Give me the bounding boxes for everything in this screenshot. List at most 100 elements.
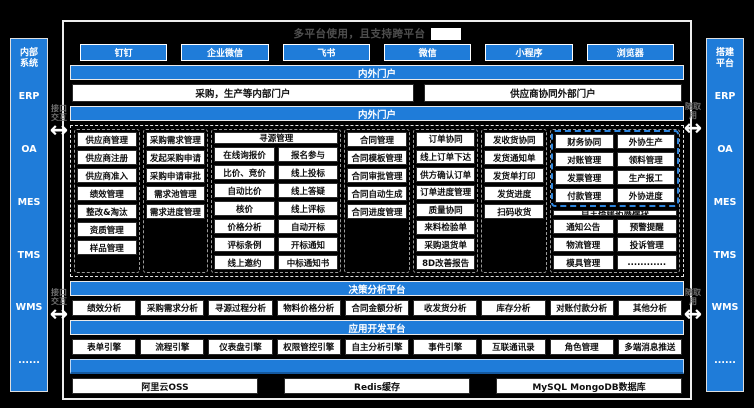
module-cell[interactable]: 合同管理 bbox=[347, 132, 407, 147]
engine-cell[interactable]: 流程引擎 bbox=[140, 339, 205, 355]
engine-cell[interactable]: 权限管控引擎 bbox=[276, 339, 341, 355]
module-cell[interactable]: 通知公告 bbox=[553, 219, 614, 234]
module-cell[interactable]: 开标通知 bbox=[277, 237, 339, 252]
module-cell[interactable]: 核价 bbox=[214, 201, 275, 216]
module-cell[interactable]: 合同自动生成 bbox=[347, 186, 407, 201]
storage-cell[interactable]: Redis缓存 bbox=[284, 378, 470, 394]
module-cell[interactable]: 价格分析 bbox=[214, 219, 275, 234]
analysis-cell[interactable]: 绩效分析 bbox=[72, 300, 137, 316]
analysis-cell[interactable]: 采购需求分析 bbox=[140, 300, 205, 316]
module-cell[interactable]: 绩效管理 bbox=[77, 186, 137, 201]
internal-portal[interactable]: 采购，生产等内部门户 bbox=[72, 84, 414, 102]
module-cell[interactable]: 供方确认订单 bbox=[415, 167, 476, 182]
module-cell[interactable]: 扫码收货 bbox=[484, 204, 545, 219]
engine-cell[interactable]: 事件引擎 bbox=[413, 339, 478, 355]
platform-button[interactable]: 飞书 bbox=[282, 44, 370, 61]
module-cell[interactable]: 发货进度 bbox=[484, 186, 545, 201]
module-cell[interactable]: 线上投标 bbox=[277, 165, 339, 180]
ext-module-header-cell[interactable]: 自主搭建拓展模块 bbox=[553, 210, 678, 216]
module-cell[interactable]: 订单协同 bbox=[415, 132, 476, 147]
sidebar-item[interactable]: ERP bbox=[18, 91, 40, 103]
module-cell[interactable]: 线上答疑 bbox=[277, 183, 339, 198]
module-cell[interactable]: 订单进度管理 bbox=[415, 184, 476, 200]
module-cell[interactable]: 8D改善报告 bbox=[415, 255, 476, 270]
module-cell[interactable]: 样品管理 bbox=[77, 240, 137, 255]
sidebar-item[interactable]: WMS bbox=[711, 302, 739, 314]
module-cell[interactable]: 需求进度管理 bbox=[145, 204, 206, 219]
analysis-cell[interactable]: 合同金额分析 bbox=[344, 300, 410, 316]
module-cell[interactable]: 来料检验单 bbox=[415, 220, 476, 235]
platform-button[interactable]: 钉钉 bbox=[80, 44, 168, 61]
module-cell[interactable]: 投诉管理 bbox=[616, 237, 678, 252]
analysis-cell[interactable]: 其他分析 bbox=[617, 300, 682, 316]
module-cell[interactable]: 对账管理 bbox=[555, 152, 614, 167]
module-cell[interactable]: 财务协同 bbox=[555, 134, 614, 149]
module-cell[interactable]: 物流管理 bbox=[553, 237, 614, 252]
sidebar-item[interactable]: ...... bbox=[18, 355, 40, 367]
module-cell[interactable]: 评标条例 bbox=[214, 237, 275, 252]
sourcing-header-cell[interactable]: 寻源管理 bbox=[214, 132, 339, 144]
module-cell[interactable]: 采购退货单 bbox=[415, 237, 476, 253]
module-cell[interactable]: 预警提醒 bbox=[616, 219, 678, 234]
analysis-cell[interactable]: 物料价格分析 bbox=[276, 300, 341, 316]
engine-cell[interactable]: 互联通讯录 bbox=[481, 339, 546, 355]
module-cell[interactable]: 采购申请审批 bbox=[145, 168, 206, 183]
module-cell[interactable]: 在线询报价 bbox=[214, 147, 275, 162]
module-cell[interactable]: 需求池管理 bbox=[145, 186, 206, 201]
engine-cell[interactable]: 角色管理 bbox=[549, 339, 614, 355]
module-cell[interactable]: 线上邀约 bbox=[214, 255, 275, 270]
sidebar-item[interactable]: OA bbox=[717, 144, 733, 156]
module-cell[interactable]: 外协进度 bbox=[616, 188, 676, 203]
analysis-cell[interactable]: 对账付款分析 bbox=[549, 300, 614, 316]
sidebar-item[interactable]: WMS bbox=[15, 302, 43, 314]
module-cell[interactable]: 供应商准入 bbox=[77, 168, 137, 183]
module-cell[interactable]: 发货通知单 bbox=[484, 150, 545, 165]
analysis-cell[interactable]: 库存分析 bbox=[481, 300, 546, 316]
module-cell[interactable]: 合同进度管理 bbox=[347, 204, 407, 219]
module-cell[interactable]: 报名参与 bbox=[277, 147, 339, 162]
module-cell[interactable]: 自动开标 bbox=[277, 219, 339, 234]
analysis-cell[interactable]: 寻源过程分析 bbox=[208, 300, 273, 316]
sidebar-item[interactable]: MES bbox=[17, 196, 41, 208]
storage-cell[interactable]: MySQL MongoDB数据库 bbox=[496, 378, 682, 394]
module-cell[interactable]: 供应商管理 bbox=[77, 132, 137, 147]
engine-cell[interactable]: 表单引擎 bbox=[72, 339, 137, 355]
module-cell[interactable]: 付款管理 bbox=[555, 188, 614, 203]
module-cell[interactable]: 线上评标 bbox=[277, 201, 339, 216]
module-cell[interactable]: ............ bbox=[616, 255, 678, 270]
module-cell[interactable]: 领料管理 bbox=[616, 152, 676, 167]
module-cell[interactable]: 模具管理 bbox=[553, 255, 614, 270]
module-cell[interactable]: 合同审批管理 bbox=[347, 168, 407, 183]
module-cell[interactable]: 整改&淘汰 bbox=[77, 204, 137, 219]
module-cell[interactable]: 线上订单下达 bbox=[415, 149, 476, 165]
module-cell[interactable]: 中标通知书 bbox=[277, 255, 339, 270]
module-cell[interactable]: 资质管理 bbox=[77, 222, 137, 237]
module-cell[interactable]: 生产报工 bbox=[616, 170, 676, 185]
module-cell[interactable]: 合同模板管理 bbox=[347, 150, 407, 165]
module-cell[interactable]: 自动比价 bbox=[214, 183, 275, 198]
module-cell[interactable]: 发收货协同 bbox=[484, 132, 545, 147]
module-cell[interactable]: 发起采购申请 bbox=[145, 150, 206, 165]
platform-button[interactable]: 小程序 bbox=[485, 44, 573, 61]
engine-cell[interactable]: 仪表盘引擎 bbox=[208, 339, 273, 355]
storage-cell[interactable]: 阿里云OSS bbox=[72, 378, 258, 394]
module-cell[interactable]: 发票管理 bbox=[555, 170, 614, 185]
sidebar-item[interactable]: OA bbox=[21, 144, 37, 156]
engine-cell[interactable]: 多端消息推送 bbox=[617, 339, 682, 355]
analysis-cell[interactable]: 收发货分析 bbox=[413, 300, 478, 316]
sidebar-item[interactable]: TMS bbox=[713, 249, 737, 261]
sidebar-item[interactable]: TMS bbox=[17, 249, 41, 261]
module-cell[interactable]: 质量协同 bbox=[415, 202, 476, 218]
sidebar-item[interactable]: ...... bbox=[714, 355, 736, 367]
platform-button[interactable]: 企业微信 bbox=[181, 44, 269, 61]
engine-cell[interactable]: 自主分析引擎 bbox=[344, 339, 410, 355]
external-portal[interactable]: 供应商协同外部门户 bbox=[423, 84, 682, 102]
module-cell[interactable]: 发货单打印 bbox=[484, 168, 545, 183]
platform-button[interactable]: 微信 bbox=[383, 44, 472, 61]
sidebar-item[interactable]: ERP bbox=[714, 91, 736, 103]
module-cell[interactable]: 采购需求管理 bbox=[145, 132, 206, 147]
module-cell[interactable]: 比价、竞价 bbox=[214, 165, 275, 180]
platform-button[interactable]: 浏览器 bbox=[586, 44, 674, 61]
module-cell[interactable]: 外协生产 bbox=[616, 134, 676, 149]
module-cell[interactable]: 供应商注册 bbox=[77, 150, 137, 165]
